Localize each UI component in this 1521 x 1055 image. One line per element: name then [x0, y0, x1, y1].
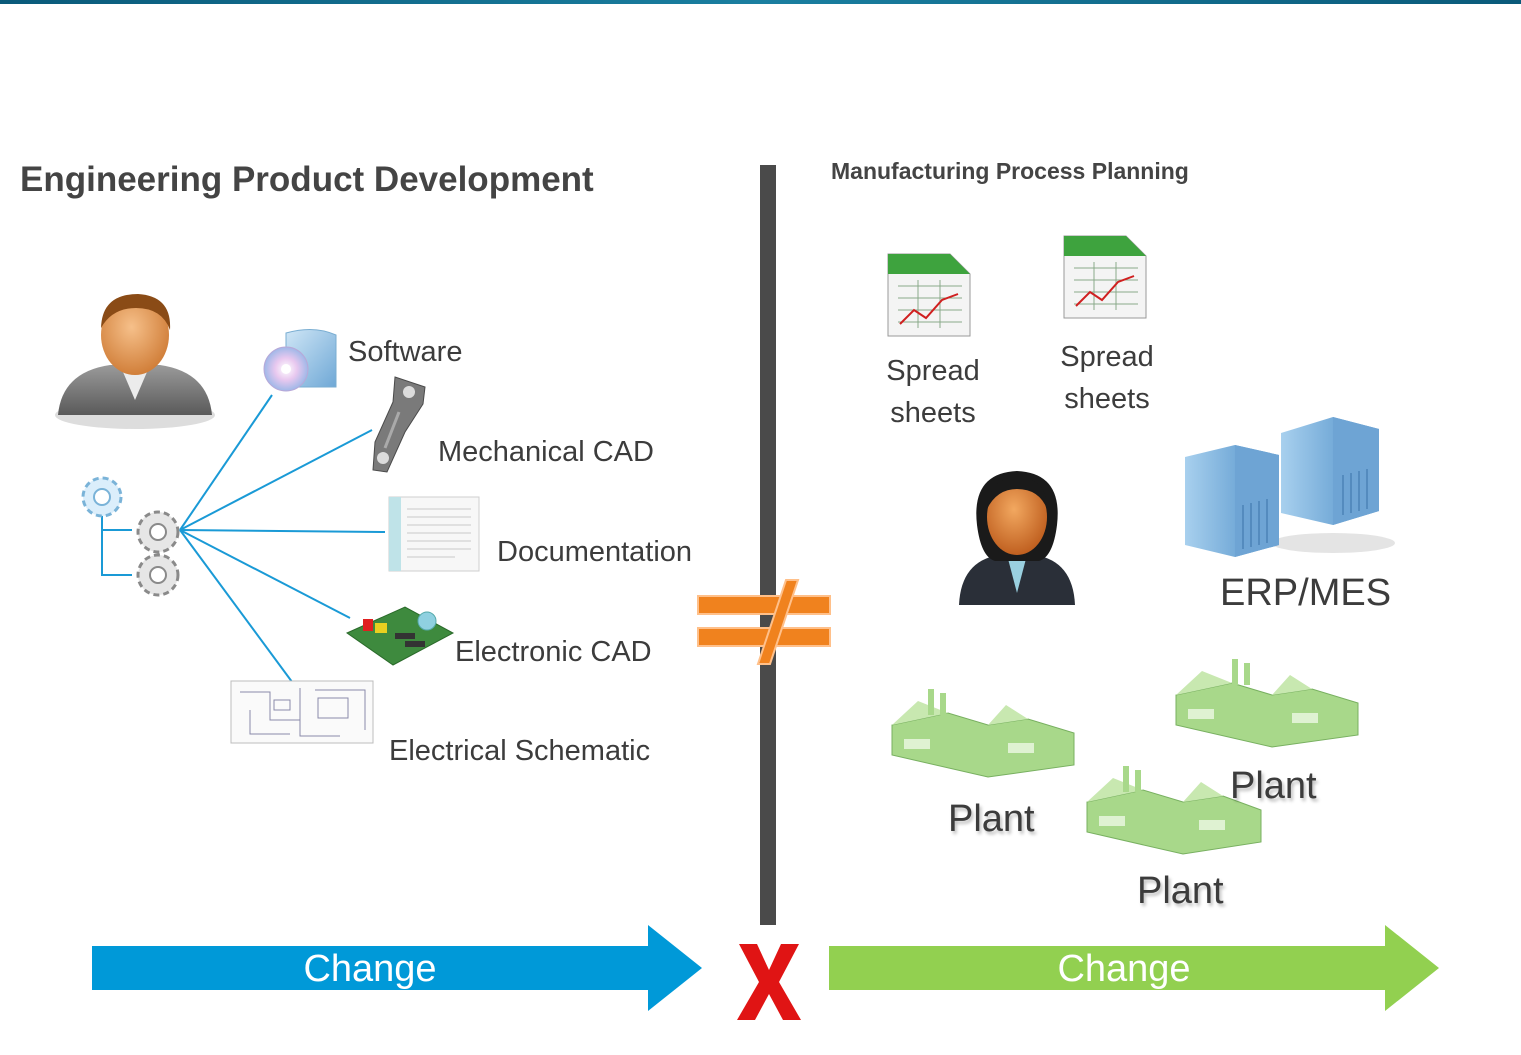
spreadsheet-icon — [887, 253, 971, 337]
document-icon — [388, 496, 480, 572]
electrical-schematic-label: Electrical Schematic — [389, 735, 651, 767]
change-label-right: Change — [1057, 948, 1191, 990]
spreadsheets-line2: sheets — [890, 397, 976, 429]
spreadsheets-label-1: Spread sheets — [873, 350, 993, 434]
spreadsheet-icon — [1063, 235, 1147, 319]
circuit-board-icon — [345, 606, 455, 666]
plant-icon — [891, 689, 1075, 778]
documentation-label: Documentation — [497, 536, 693, 568]
spreadsheets-line1: Spread — [886, 355, 980, 387]
not-equal-icon — [697, 579, 831, 665]
plant-label-2: Plant — [1230, 765, 1317, 807]
erp-server-icon — [1185, 417, 1395, 557]
change-arrow-right — [829, 925, 1439, 1011]
software-disc-icon — [263, 329, 337, 392]
spreadsheets-label-2: Spread sheets — [1047, 336, 1167, 420]
plant-label-1: Plant — [948, 798, 1035, 840]
erp-mes-label: ERP/MES — [1220, 572, 1392, 614]
engineering-title: Engineering Product Development — [20, 160, 594, 199]
manufacturing-title: Manufacturing Process Planning — [831, 158, 1189, 184]
software-label: Software — [348, 336, 463, 368]
electronic-cad-label: Electronic CAD — [455, 636, 652, 668]
gears-icon — [81, 476, 180, 597]
spreadsheets-line2: sheets — [1064, 383, 1150, 415]
mechanical-part-icon — [372, 376, 426, 473]
plant-icon — [1086, 766, 1262, 855]
vertical-divider — [760, 165, 776, 925]
mechanical-cad-label: Mechanical CAD — [438, 436, 654, 468]
x-break-icon — [737, 944, 801, 1020]
top-accent-bar — [0, 0, 1521, 4]
change-label-left: Change — [303, 948, 437, 990]
planner-user-icon — [959, 471, 1075, 605]
change-arrow-left — [92, 925, 702, 1011]
plant-icon — [1175, 659, 1359, 748]
engineer-user-icon — [55, 294, 215, 429]
schematic-icon — [230, 680, 374, 744]
spreadsheets-line1: Spread — [1060, 341, 1154, 373]
plant-label-3: Plant — [1137, 870, 1224, 912]
